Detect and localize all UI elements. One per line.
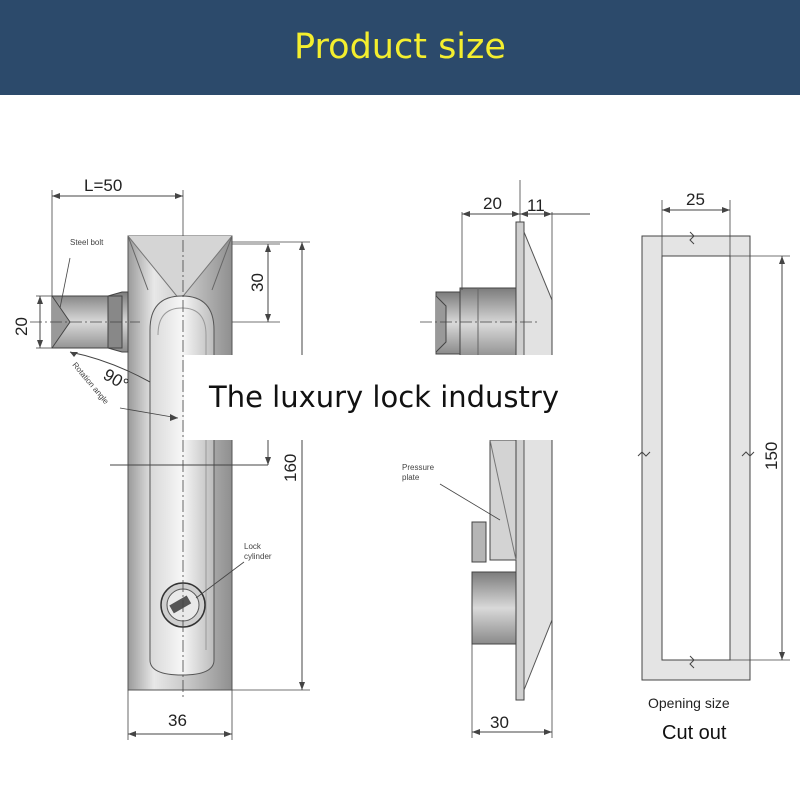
cutout-view: 25 150 Opening size Cut out	[637, 190, 790, 744]
side-lock-cylinder	[471, 571, 517, 645]
side-dim-a: 20	[483, 194, 502, 213]
cut-out-label: Cut out	[662, 722, 727, 744]
header-bar: Product size	[0, 0, 800, 95]
width-dim: 36	[168, 711, 187, 730]
side-view: 20 11 Pressure plate 30	[402, 180, 590, 738]
pressure-plate-label-2: plate	[402, 473, 420, 482]
length-dim: L=50	[84, 176, 122, 195]
lock-cylinder-label-1: Lock	[244, 542, 262, 551]
page-title: Product size	[294, 27, 506, 67]
top-dim: 30	[248, 273, 267, 292]
watermark-banner: The luxury lock industry	[184, 355, 584, 440]
cutout-width-dim: 25	[686, 190, 705, 209]
lock-cylinder-label-2: cylinder	[244, 552, 272, 561]
steel-bolt-label: Steel bolt	[70, 238, 104, 247]
opening-size-label: Opening size	[648, 695, 730, 711]
height-dim: 160	[281, 454, 300, 482]
side-dim-b: 11	[527, 196, 545, 215]
cutout-opening	[661, 255, 731, 661]
pressure-plate-label-1: Pressure	[402, 463, 435, 472]
front-view: L=50 20 Steel bolt 90° Rotation angle 30…	[12, 176, 310, 740]
side-depth-dim: 30	[490, 713, 509, 732]
rotation-angle-value: 90°	[100, 365, 132, 394]
cutout-height-dim: 150	[762, 442, 781, 470]
mounting-plate	[515, 221, 525, 701]
technical-drawing: L=50 20 Steel bolt 90° Rotation angle 30…	[12, 176, 790, 744]
bolt-height-dim: 20	[12, 317, 31, 336]
banner-text: The luxury lock industry	[209, 380, 559, 414]
